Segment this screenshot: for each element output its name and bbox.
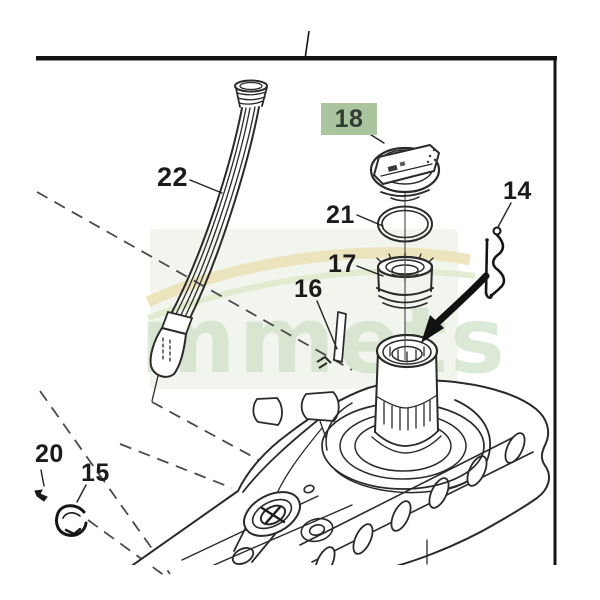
callout-17[interactable]: 17	[328, 250, 357, 278]
leader-line-22	[189, 179, 223, 194]
tank-filler-neck	[371, 333, 442, 454]
callout-15[interactable]: 15	[81, 459, 110, 487]
callout-18[interactable]: 18	[334, 104, 364, 133]
tank-flank-lower-edge	[311, 451, 534, 563]
watermark-text: mmets	[140, 287, 508, 394]
part-17-filler-neck-insert	[376, 252, 434, 309]
frame	[36, 30, 557, 565]
installation-arrow	[421, 272, 490, 343]
callout-22[interactable]: 22	[157, 162, 189, 192]
part-15-clamp-clip	[54, 504, 88, 537]
frame-top-border	[36, 56, 557, 61]
leader-line-20	[40, 469, 45, 487]
frame-tick-mark	[304, 30, 310, 60]
tank-vent-slots	[314, 432, 526, 565]
callout-21[interactable]: 21	[326, 201, 355, 229]
part-14-retainer-clip	[484, 226, 506, 300]
frame-right-border	[553, 56, 557, 565]
part-20-screw	[34, 489, 48, 502]
leader-line-22-tip	[151, 375, 159, 402]
callout-18-highlight-box[interactable]: 18	[321, 103, 377, 135]
alignment-dashed-lines	[36, 191, 353, 577]
leader-line-15	[76, 484, 87, 503]
leader-lines	[40, 127, 512, 503]
callout-16[interactable]: 16	[294, 275, 323, 303]
tank-bracket-right	[300, 391, 340, 422]
watermark-swoosh-yellow	[145, 247, 472, 307]
callout-20[interactable]: 20	[35, 440, 64, 468]
leader-line-17	[356, 265, 384, 277]
tube-tip	[149, 326, 188, 378]
callout-14[interactable]: 14	[503, 177, 532, 205]
leader-line-21	[356, 214, 384, 227]
tank-left-spout	[231, 491, 301, 565]
leader-line-16	[316, 300, 338, 350]
tank-bracket-left	[252, 397, 283, 426]
leader-line-14	[497, 202, 512, 228]
part-22-dipstick-tube	[149, 79, 268, 402]
watermark-swoosh-green	[146, 268, 476, 321]
fuel-tank	[131, 333, 550, 565]
part-18-fuel-cap	[369, 144, 441, 202]
part-16-pin	[316, 311, 347, 369]
